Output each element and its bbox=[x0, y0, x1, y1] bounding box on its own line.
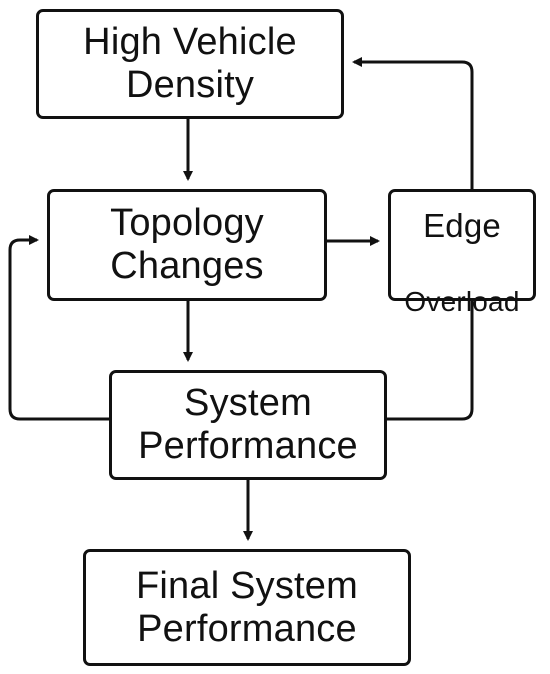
node-label: Edge Overload bbox=[404, 171, 519, 319]
node-label-line-2: Overload bbox=[404, 285, 520, 317]
node-final-system-performance: Final System Performance bbox=[83, 549, 411, 666]
node-label: Final System Performance bbox=[135, 564, 358, 650]
node-label-line-1: Edge bbox=[423, 207, 501, 245]
node-high-vehicle-density: High Vehicle Density bbox=[36, 9, 344, 119]
node-label: Topology Changes bbox=[110, 202, 264, 287]
node-edge-overload: Edge Overload bbox=[388, 189, 536, 317]
node-topology-changes: Topology Changes bbox=[47, 189, 327, 301]
node-label: High Vehicle Density bbox=[83, 21, 297, 106]
node-label: System Performance bbox=[138, 382, 358, 467]
node-system-performance: System Performance bbox=[109, 370, 387, 480]
